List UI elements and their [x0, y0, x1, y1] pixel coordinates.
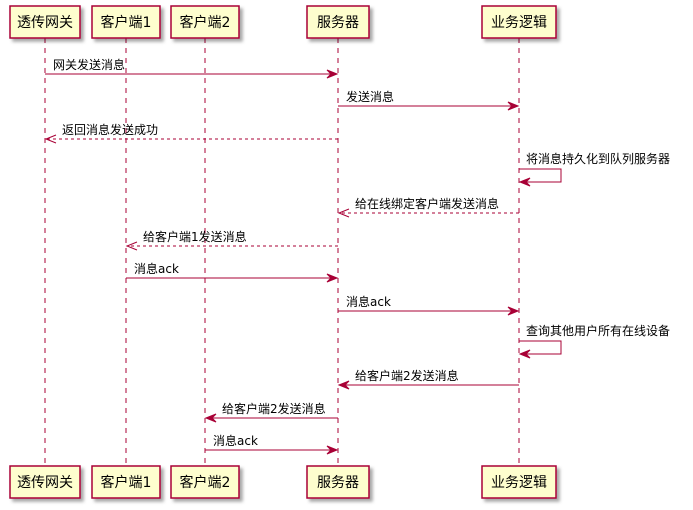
message-label: 给在线绑定客户端发送消息	[355, 196, 499, 211]
participant-box	[91, 465, 161, 499]
participant-client2-bottom: 客户端2	[170, 465, 240, 499]
participant-box	[170, 465, 240, 499]
arrow-head	[125, 241, 138, 251]
participant-label: 透传网关	[17, 475, 73, 491]
participant-label: 客户端1	[101, 14, 152, 31]
message-label: 消息ack	[213, 433, 258, 448]
message-label: 返回消息发送成功	[62, 122, 158, 137]
message-line	[519, 168, 562, 183]
message-label: 给客户端2发送消息	[222, 401, 326, 416]
participant-label: 业务逻辑	[491, 475, 547, 491]
participant-server-top: 服务器	[306, 5, 370, 39]
participant-box	[481, 465, 557, 499]
message-line	[519, 340, 562, 355]
participant-label: 客户端1	[101, 474, 152, 491]
arrow-head	[326, 445, 339, 455]
message-11: 给客户端2发送消息	[204, 401, 338, 423]
participant-box	[9, 465, 81, 499]
message-7: 消息ack	[126, 261, 339, 283]
message-label: 给客户端1发送消息	[143, 229, 247, 244]
arrow-head	[326, 69, 339, 79]
participant-box	[91, 5, 161, 39]
arrow-head	[507, 306, 520, 316]
message-label: 消息ack	[346, 294, 391, 309]
message-5: 给在线绑定客户端发送消息	[337, 196, 519, 218]
participant-label: 服务器	[317, 15, 359, 31]
participant-server-bottom: 服务器	[306, 465, 370, 499]
arrow-head	[507, 101, 520, 111]
message-label: 查询其他用户所有在线设备	[526, 323, 670, 338]
participant-gateway-bottom: 透传网关	[9, 465, 81, 499]
arrow-head	[518, 349, 531, 359]
participant-label: 客户端2	[180, 474, 231, 491]
arrow-head	[337, 208, 350, 218]
participant-box	[170, 5, 240, 39]
arrow-head	[204, 413, 217, 423]
participant-label: 透传网关	[17, 15, 73, 31]
participant-box	[306, 5, 370, 39]
message-label: 将消息持久化到队列服务器	[526, 151, 670, 166]
message-2: 发送消息	[338, 89, 520, 111]
message-label: 消息ack	[134, 261, 179, 276]
arrow-head	[518, 177, 531, 187]
participant-label: 业务逻辑	[491, 15, 547, 31]
participant-box	[481, 5, 557, 39]
participant-label: 客户端2	[180, 14, 231, 31]
participant-box	[9, 5, 81, 39]
participant-logic-top: 业务逻辑	[481, 5, 557, 39]
message-10: 给客户端2发送消息	[337, 368, 519, 390]
message-12: 消息ack	[205, 433, 339, 455]
participant-label: 服务器	[317, 475, 359, 491]
message-label: 给客户端2发送消息	[355, 368, 459, 383]
arrow-head	[44, 134, 57, 144]
message-3: 返回消息发送成功	[44, 122, 338, 144]
message-label: 发送消息	[346, 89, 394, 104]
arrow-head	[326, 273, 339, 283]
message-label: 网关发送消息	[53, 57, 125, 72]
message-1: 网关发送消息	[45, 57, 339, 79]
message-8: 消息ack	[338, 294, 520, 316]
participant-client1-top: 客户端1	[91, 5, 161, 39]
participant-client2-top: 客户端2	[170, 5, 240, 39]
participant-box	[306, 465, 370, 499]
message-6: 给客户端1发送消息	[125, 229, 338, 251]
participant-gateway-top: 透传网关	[9, 5, 81, 39]
message-9: 查询其他用户所有在线设备	[518, 323, 670, 359]
arrow-head	[337, 380, 350, 390]
message-4: 将消息持久化到队列服务器	[518, 151, 670, 187]
participant-logic-bottom: 业务逻辑	[481, 465, 557, 499]
participant-client1-bottom: 客户端1	[91, 465, 161, 499]
